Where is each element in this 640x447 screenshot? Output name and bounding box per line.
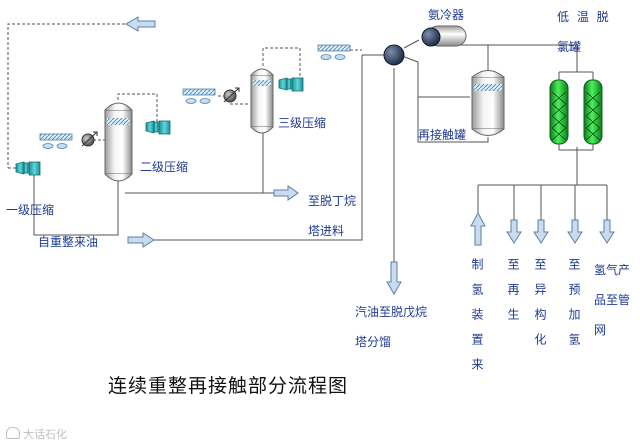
arrow-gasoline-down — [386, 261, 402, 295]
pipelines — [33, 39, 608, 262]
vessels — [104, 25, 505, 182]
arrow-outlet-1-up — [470, 211, 486, 246]
label-ammonia-cooler: 氨冷器 — [428, 8, 465, 22]
vessel-recontact — [471, 70, 505, 136]
watermark-text: 大话石化 — [23, 428, 67, 441]
outlet-label-hydrogen-plant: 制氢装置来 — [470, 258, 484, 383]
compressor-2 — [145, 120, 171, 135]
flow-arrows — [125, 16, 615, 295]
label-gasoline-to-depentanizer: 汽油至脱戊烷塔分馏 — [355, 305, 428, 349]
arrow-from-reformer — [127, 232, 155, 248]
outlet-label-prehydrotreating: 至预加氢 — [567, 258, 581, 358]
label-stage3-compression: 三级压缩 — [278, 116, 327, 130]
diagram-title: 连续重整再接触部分流程图 — [108, 375, 349, 397]
label-to-debutanizer: 至脱丁烷塔进料 — [308, 194, 357, 238]
dashed-lines — [7, 23, 362, 175]
outlet-label-isomerization: 至异构化 — [533, 258, 547, 358]
arrow-outlet-2-down — [506, 219, 522, 244]
arrow-outlet-5-down — [599, 219, 615, 244]
compressor-3 — [278, 77, 304, 92]
outlet-label-regeneration: 至再生 — [506, 258, 520, 333]
label-low-temp-dechlorination-2: 氯罐 — [557, 40, 582, 54]
dechlorination-tanks — [549, 71, 603, 151]
control-valves — [81, 87, 240, 147]
exchanger-3 — [317, 44, 351, 60]
label-low-temp-dechlorination: 低 温 脱 — [557, 10, 611, 24]
arrow-outlet-3-down — [533, 219, 549, 244]
watermark-logo-icon — [6, 427, 20, 439]
label-from-reformer-oil: 自重整来油 — [38, 235, 99, 249]
dechlorination-tank-1 — [549, 72, 569, 150]
heat-exchangers — [39, 44, 351, 149]
arrow-top-return — [125, 16, 156, 32]
compressor-1 — [15, 161, 41, 176]
label-stage2-compression: 二级压缩 — [140, 160, 189, 174]
vessel-stage2 — [104, 102, 133, 182]
ammonia-cooler-ball — [421, 27, 441, 47]
arrow-outlet-4-down — [567, 219, 583, 244]
label-stage1-compression: 一级压缩 — [6, 203, 55, 217]
label-recontact-tank: 再接触罐 — [418, 128, 467, 142]
outlet-label-hydrogen-product: 氢气产品至管网 — [594, 263, 631, 337]
air-cooler-ball — [383, 44, 405, 66]
watermark: 大话石化 — [6, 426, 67, 442]
vessel-stage3 — [250, 68, 274, 134]
exchanger-1 — [39, 133, 73, 149]
compressors — [15, 77, 304, 176]
exchanger-2 — [182, 88, 216, 104]
round-equipment — [383, 27, 441, 66]
arrow-to-debutanizer — [273, 185, 299, 201]
dechlorination-tank-2 — [559, 71, 603, 151]
